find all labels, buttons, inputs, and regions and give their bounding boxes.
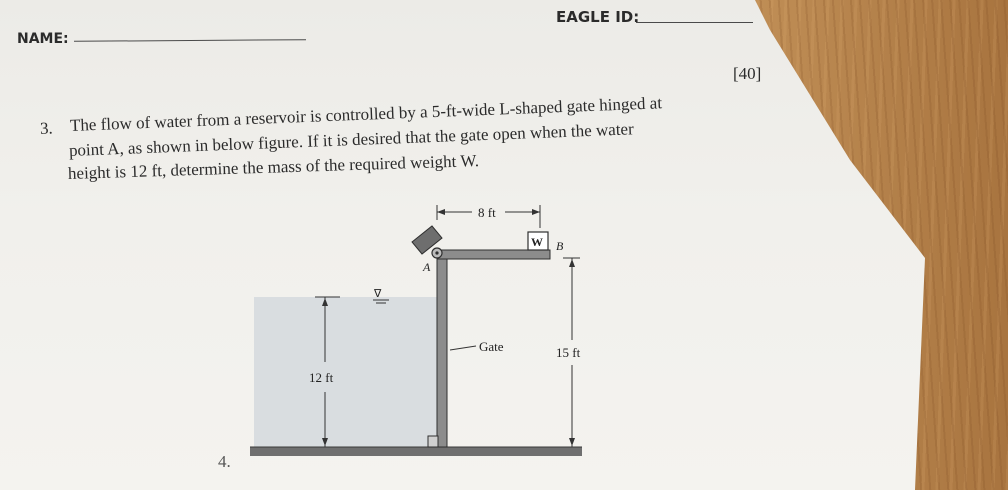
hinge-support [411, 225, 443, 259]
gate-label: Gate [479, 339, 504, 354]
eagle-id-label: EAGLE ID: [556, 8, 640, 26]
reservoir-water [254, 297, 437, 452]
gate-vertical-arm [436, 255, 448, 448]
eagle-id-blank-line [636, 22, 753, 23]
gate-stop-block [427, 435, 439, 448]
name-label: NAME: [17, 31, 69, 47]
gate-horizontal-arm [436, 249, 551, 260]
dimension-15ft [563, 257, 580, 447]
weight-label: W [531, 235, 543, 249]
dim-12ft-label: 12 ft [309, 370, 334, 385]
ground-base [250, 447, 582, 456]
dimension-12ft [315, 296, 340, 447]
next-problem-number: 4. [218, 452, 231, 471]
dimension-8ft [436, 205, 541, 228]
water-level-symbol: ∇ [373, 287, 382, 300]
point-a-label: A [422, 260, 431, 274]
dim-15ft-label: 15 ft [556, 345, 581, 360]
point-b-label: B [556, 239, 564, 253]
dim-8ft-label: 8 ft [478, 205, 496, 220]
gate-leader-line [449, 345, 477, 351]
points-label: [40] [733, 64, 762, 83]
weight-block [527, 231, 549, 251]
